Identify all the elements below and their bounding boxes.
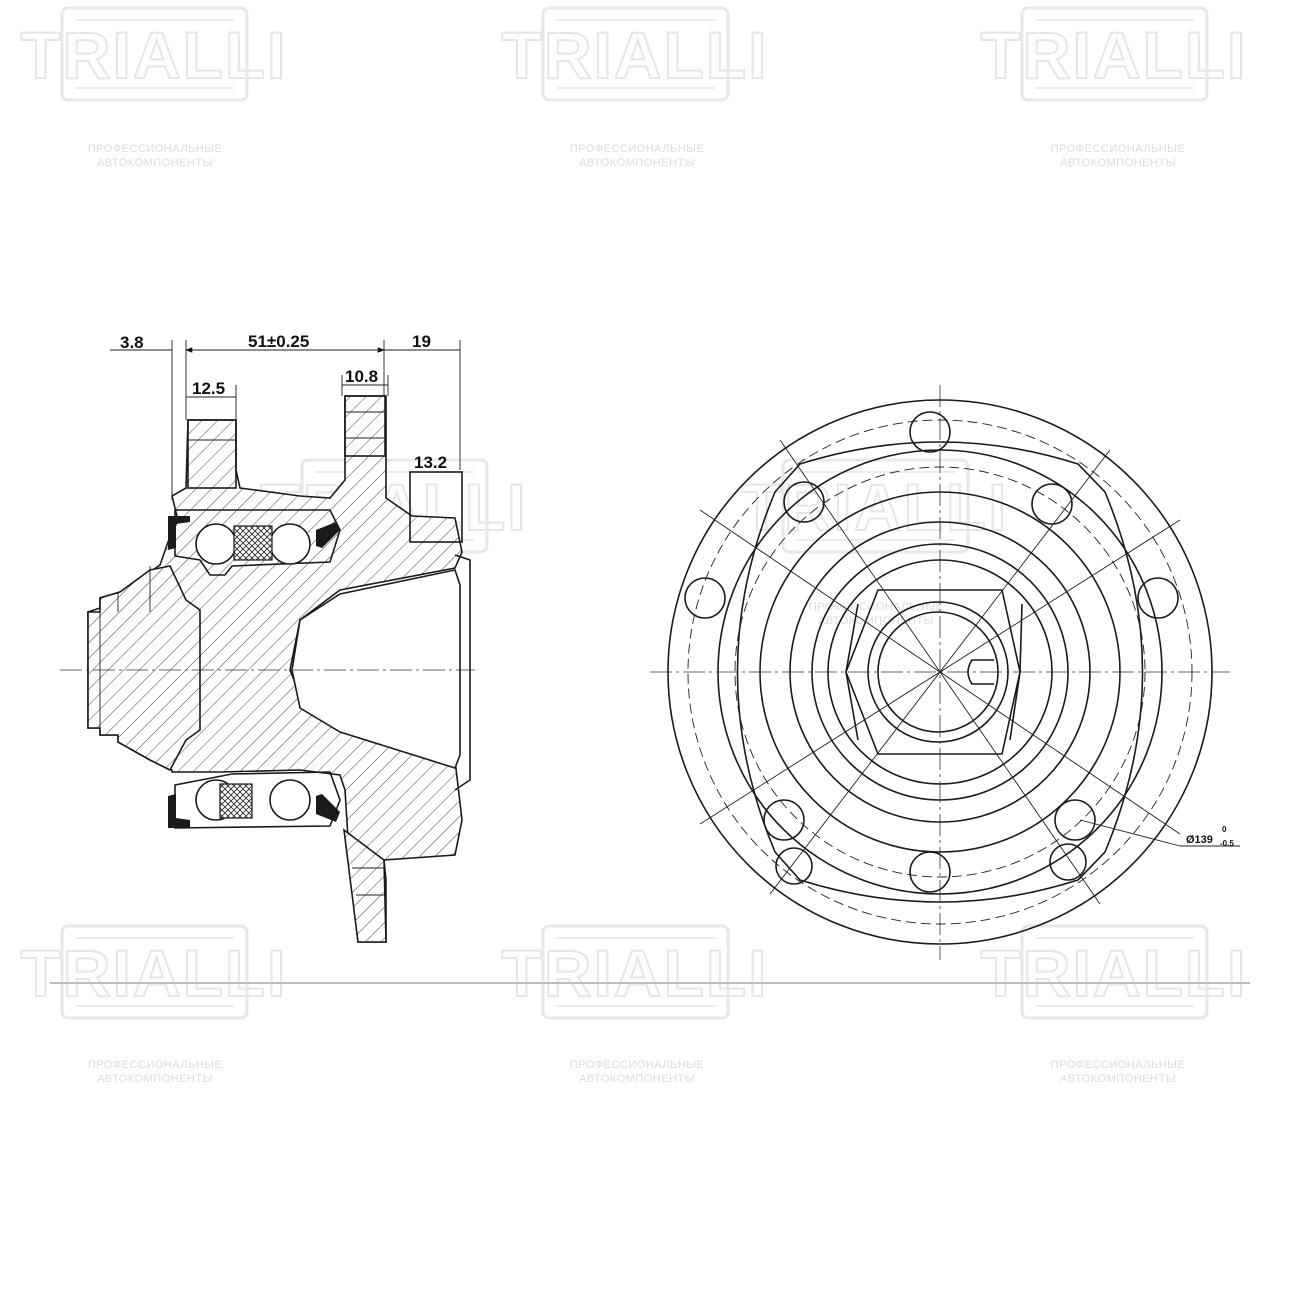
watermark-logo-text: TRIALLI	[742, 470, 1009, 544]
watermark-tagline: АВТОКОМПОНЕНТЫ	[1060, 1073, 1176, 1085]
dim-tolerance-lower: -0.5	[1220, 839, 1234, 848]
watermark-tagline: ПРОФЕССИОНАЛЬНЫЕ	[570, 143, 705, 155]
watermark-tagline: ПРОФЕССИОНАЛЬНЫЕ	[88, 143, 223, 155]
bolt-hole	[775, 847, 813, 885]
dim-flange-offset: 3.8	[120, 333, 144, 352]
bolt-hole	[1049, 843, 1087, 881]
bolt-holes	[684, 411, 1179, 893]
bolt-hole	[1137, 577, 1179, 619]
watermark-tagline: АВТОКОМПОНЕНТЫ	[579, 1073, 695, 1085]
watermark-logo: TRIALLI	[741, 458, 1009, 554]
watermark-tagline: ПРОФЕССИОНАЛЬНЫЕ	[88, 1059, 223, 1071]
section-view: 3.8 51±0.25 19 12.5 10.8 13.2	[60, 332, 475, 943]
watermark-tagline: ПРОФЕССИОНАЛЬНЫЕ	[1051, 1059, 1186, 1071]
flange-top	[344, 395, 386, 457]
watermark-layer: TRIALLI TRIALLI TRIALLI ПРОФЕССИОНАЛЬНЫЕ…	[20, 6, 1248, 1085]
bolt-hole	[684, 577, 726, 619]
lower-bearing	[168, 771, 341, 829]
bearing-ball	[269, 523, 311, 565]
watermark-logo-text: TRIALLI	[502, 18, 769, 92]
dim-pilot-length: 19	[412, 332, 431, 351]
watermark-logo-text: TRIALLI	[981, 18, 1248, 92]
dim-tolerance-upper: 0	[1222, 825, 1227, 834]
watermark-tagline: ПРОФЕССИОНАЛЬНЫЕ	[570, 1059, 705, 1071]
watermark-tagline: АВТОКОМПОНЕНТЫ	[579, 157, 695, 169]
watermark-logo: TRIALLI	[20, 6, 288, 102]
dim-bolt-circle: Ø139	[1186, 834, 1213, 846]
watermark-logo: TRIALLI	[20, 924, 288, 1020]
stub-shaft	[87, 565, 201, 772]
dim-inner-ring-width: 12.5	[192, 379, 225, 398]
watermark-tagline: АВТОКОМПОНЕНТЫ	[1060, 157, 1176, 169]
seal-ring	[316, 522, 340, 548]
watermark-logo: TRIALLI	[501, 6, 769, 102]
bearing-ball	[195, 523, 237, 565]
watermark-logo-text: TRIALLI	[502, 936, 769, 1010]
dimension-lines	[110, 340, 461, 516]
watermark-tagline: ПРОФЕССИОНАЛЬНЫЕ	[809, 601, 944, 613]
watermark-tagline: ПРОФЕССИОНАЛЬНЫЕ	[1051, 143, 1186, 155]
dim-pilot-step: 13.2	[414, 453, 447, 472]
watermark-logo-text: TRIALLI	[21, 936, 288, 1010]
bearing-cage	[219, 783, 253, 819]
dia-leader	[1079, 819, 1181, 847]
seal-ring	[168, 516, 190, 550]
flange-bottom	[342, 828, 387, 943]
hub-bore	[291, 569, 461, 769]
watermark-logo: TRIALLI	[980, 6, 1248, 102]
watermark-logo: TRIALLI	[501, 924, 769, 1020]
bearing-cage	[233, 525, 273, 561]
bolt-hole	[1054, 799, 1096, 841]
bolt-hole	[909, 851, 951, 893]
inner-ring-top	[187, 419, 237, 489]
hub-body-section	[87, 395, 463, 943]
watermark-tagline: АВТОКОМПОНЕНТЫ	[97, 157, 213, 169]
bolt-hole	[1031, 483, 1073, 525]
front-view: Ø139 0 -0.5	[650, 385, 1240, 960]
seal-ring	[168, 794, 190, 828]
bolt-hole	[909, 411, 951, 453]
watermark-tagline: АВТОКОМПОНЕНТЫ	[818, 615, 934, 627]
bolt-hole	[763, 799, 805, 841]
watermark-logo-text: TRIALLI	[981, 936, 1248, 1010]
dim-overall-length: 51±0.25	[248, 332, 309, 351]
bolt-hole	[783, 481, 825, 523]
watermark-logo-text: TRIALLI	[21, 18, 288, 92]
dim-flange-thickness: 10.8	[345, 367, 378, 386]
watermark-tagline: АВТОКОМПОНЕНТЫ	[97, 1073, 213, 1085]
bearing-ball	[269, 779, 311, 821]
seal-ring	[316, 794, 340, 822]
upper-bearing	[168, 509, 341, 576]
watermark-logo: TRIALLI	[980, 924, 1248, 1020]
